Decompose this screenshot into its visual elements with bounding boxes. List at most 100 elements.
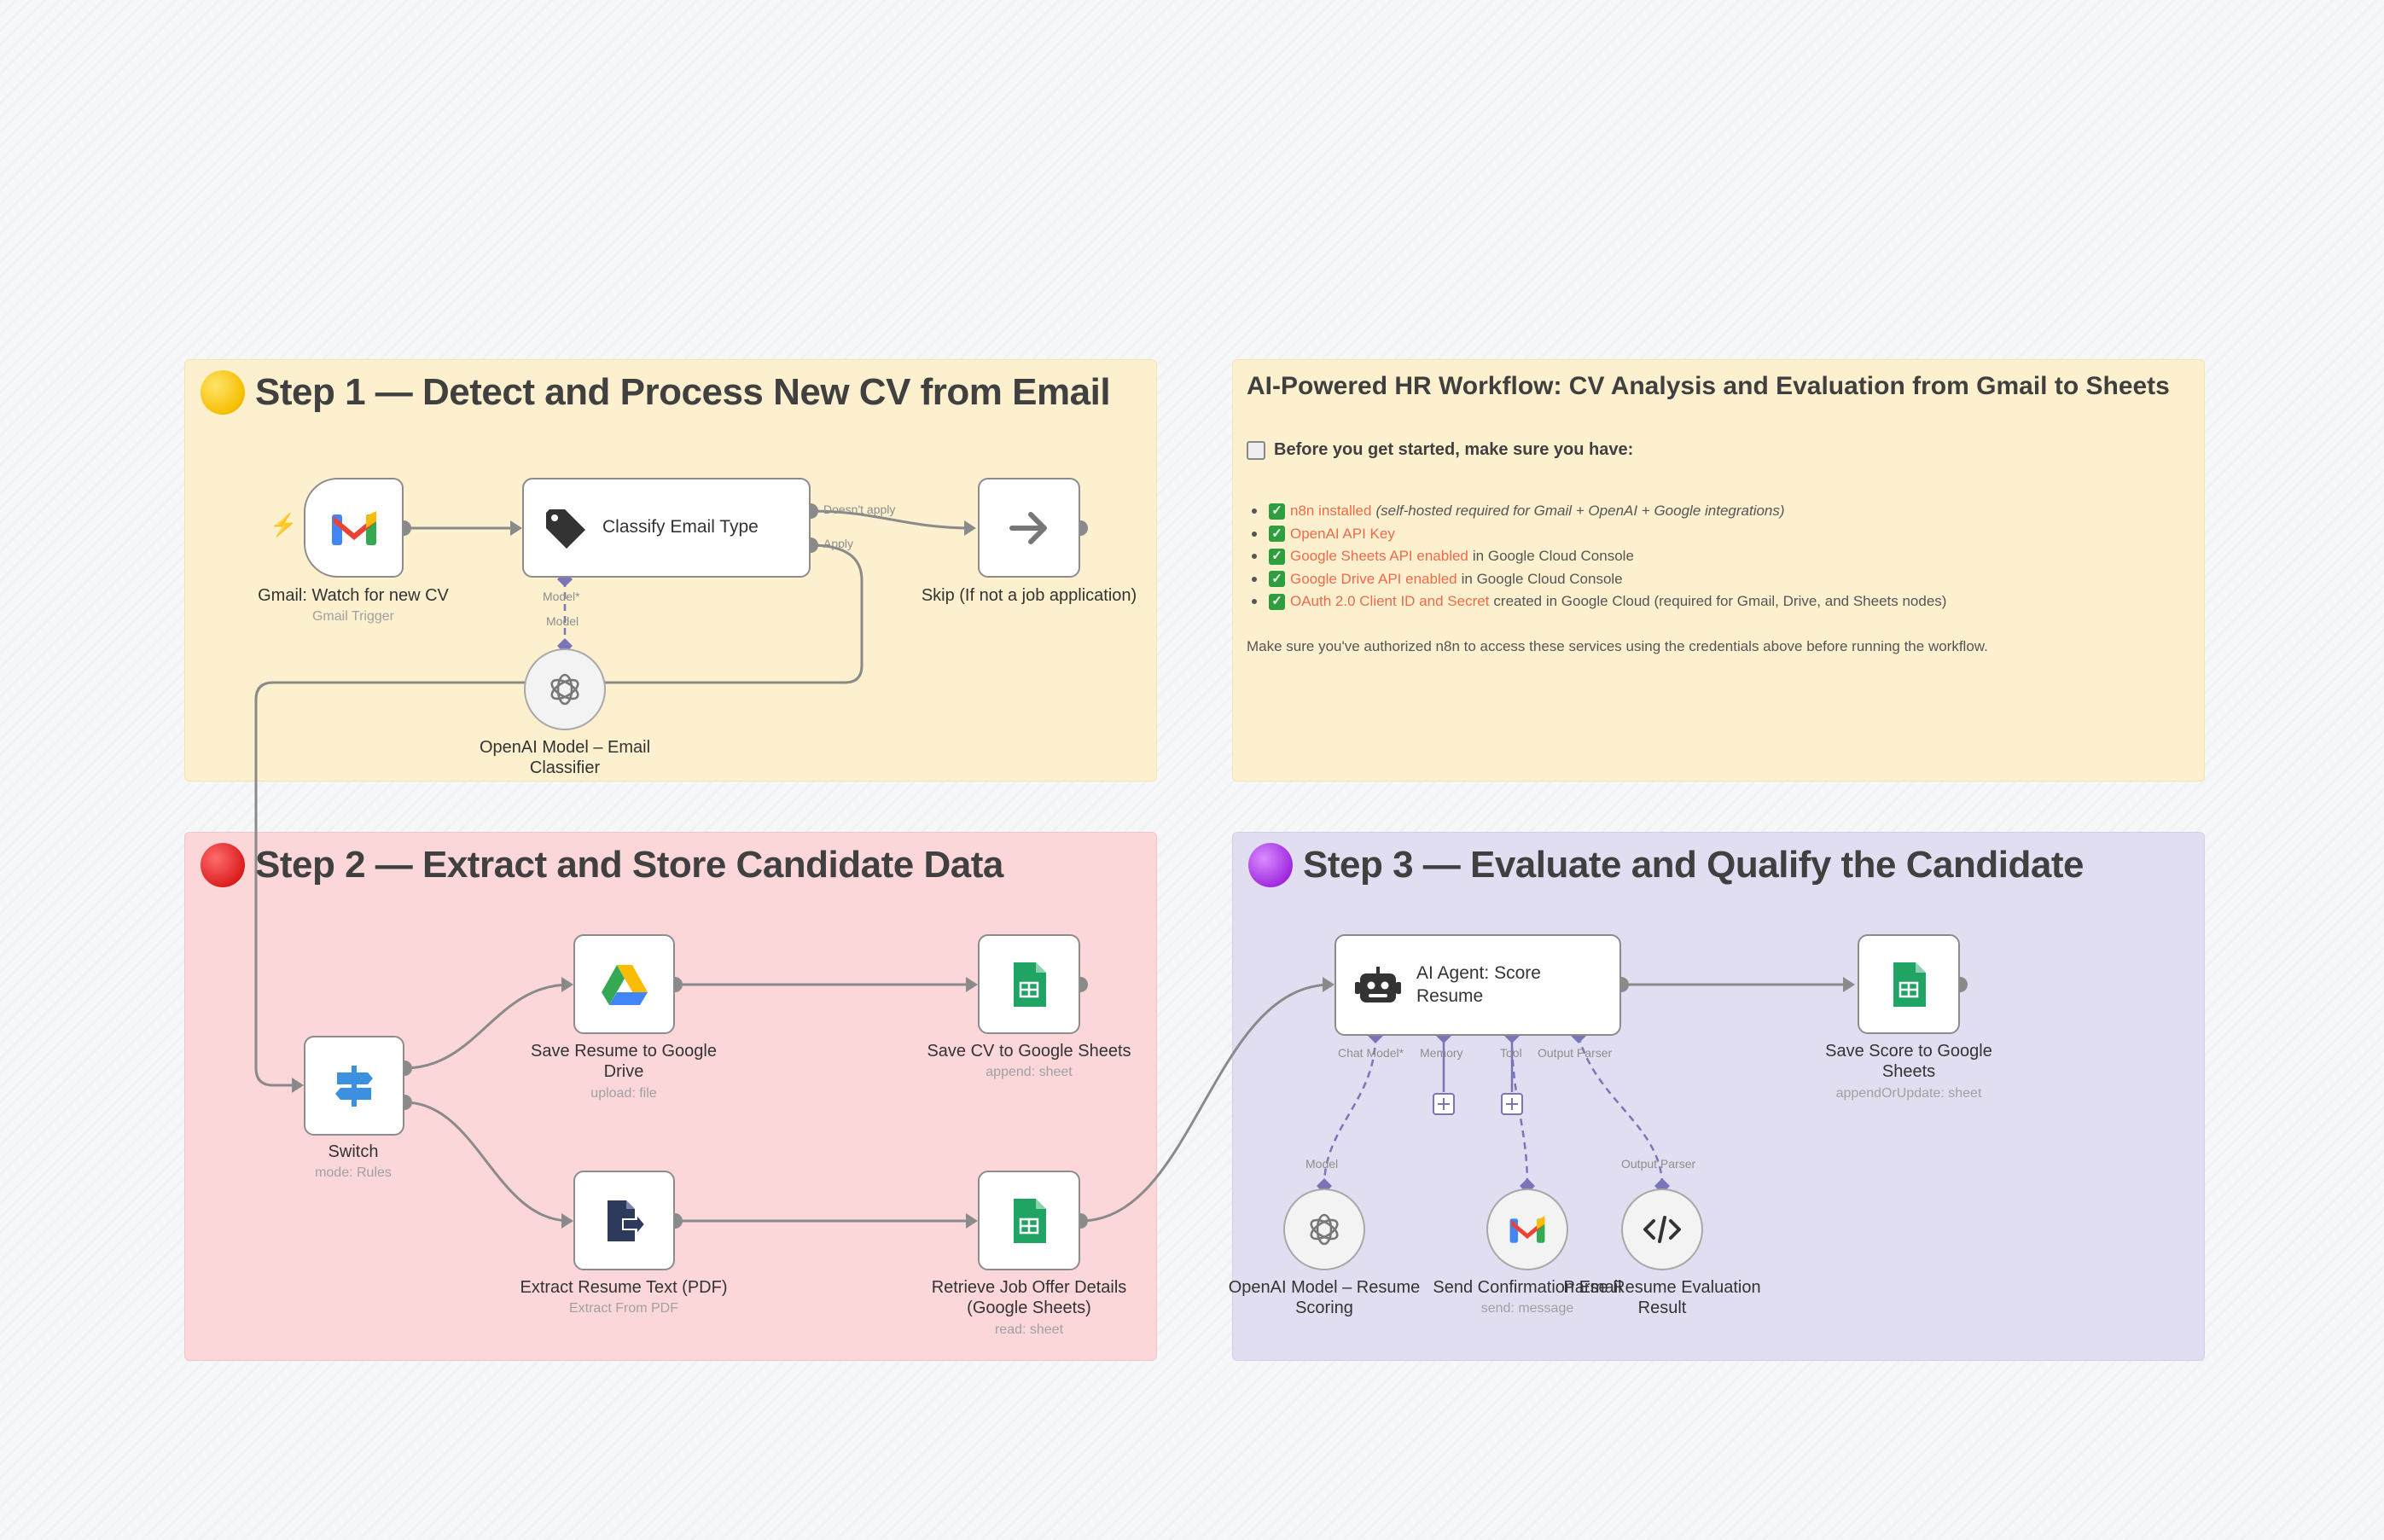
node-label: OpenAI Model – Email Classifier [479,738,651,778]
caption-extract-pdf: Extract Resume Text (PDF) Extract From P… [513,1277,735,1316]
connection-retrieve-agent [1079,983,1332,1223]
file-extract-icon [607,1200,646,1241]
port-label-model-lower: Model [1305,1157,1339,1171]
robot-icon [1355,966,1401,1002]
caption-retrieve-job: Retrieve Job Offer Details (Google Sheet… [918,1277,1140,1338]
node-label: Parse Resume Evaluation Result [1563,1278,1761,1318]
caption-parse-result: Parse Resume Evaluation Result [1551,1277,1773,1319]
node-label: Gmail: Watch for new CV [258,586,449,605]
node-label: Extract Resume Text (PDF) [520,1278,728,1297]
intro-title: AI-Powered HR Workflow: CV Analysis and … [1247,372,2170,400]
node-label: Send Confirmation Email [1433,1278,1622,1297]
port-label-chat-model: Chat Model* [1338,1046,1404,1060]
intro-footer: Make sure you've authorized n8n to acces… [1247,638,1988,654]
yellow-circle-icon [201,370,245,415]
node-subtitle: mode: Rules [315,1165,392,1181]
port-label-output-parser: Output Parser [1538,1046,1613,1060]
node-extract-pdf[interactable] [573,1171,675,1270]
node-parse-result[interactable] [1621,1188,1703,1270]
port-label-doesnt-apply: Doesn't apply [823,503,896,516]
google-drive-icon [601,964,648,1005]
node-switch[interactable] [304,1036,404,1136]
sticky-step2-title: Step 2 — Extract and Store Candidate Dat… [201,843,1003,887]
openai-icon [1310,1213,1339,1246]
arrow-head [1843,977,1855,992]
openai-icon [550,673,579,706]
bullet [1252,576,1257,582]
purple-circle-icon [1248,843,1293,887]
caption-skip: Skip (If not a job application) [918,585,1140,606]
node-subtitle: read: sheet [994,1322,1064,1337]
node-ai-agent[interactable]: AI Agent: Score Resume [1334,934,1621,1036]
node-send-email[interactable] [1486,1188,1568,1270]
node-subtitle: upload: file [590,1085,657,1101]
arrow-head [510,520,522,536]
google-sheets-icon [1014,962,1046,1007]
connection-switch-extract [404,1101,571,1223]
add-memory-button[interactable] [1433,1093,1455,1115]
node-gmail-trigger[interactable] [304,478,404,578]
port-label-apply: Apply [823,537,854,550]
arrow-head [964,520,976,536]
node-openai-scoring[interactable] [1283,1188,1365,1270]
prereq-link[interactable]: Google Sheets API enabled [1290,548,1468,564]
caption-openai-classifier: OpenAI Model – Email Classifier [454,737,676,779]
prereq-link[interactable]: OAuth 2.0 Client ID and Secret [1290,593,1490,609]
arrow-head [292,1078,304,1093]
arrow-head [1323,977,1334,992]
node-save-score[interactable] [1858,934,1960,1034]
list-item: ✓n8n installed(self-hosted required for … [1252,500,1951,523]
node-classify-email[interactable]: Classify Email Type [522,478,811,578]
node-label: OpenAI Model – Resume Scoring [1228,1278,1421,1318]
connection-classify-switch [254,543,863,1087]
sticky-intro[interactable]: AI-Powered HR Workflow: CV Analysis and … [1232,359,2205,782]
sticky-step1-title: Step 1 — Detect and Process New CV from … [201,370,1111,415]
node-openai-classifier[interactable] [524,648,606,730]
arrow-head [561,977,573,992]
google-sheets-icon [1014,1198,1046,1243]
sticky-step1-title-text: Step 1 — Detect and Process New CV from … [255,371,1111,413]
node-label: Switch [328,1142,379,1161]
node-skip[interactable] [978,478,1080,578]
sticky-step3[interactable]: Step 3 — Evaluate and Qualify the Candid… [1232,832,2205,1361]
prereq-note: created in Google Cloud (required for Gm… [1493,593,1947,609]
port-label-memory: Memory [1420,1046,1463,1060]
node-label: Retrieve Job Offer Details (Google Sheet… [931,1278,1127,1318]
prereq-note: in Google Cloud Console [1461,570,1623,587]
add-tool-button[interactable] [1501,1093,1523,1115]
port-label-tool: Tool [1500,1046,1522,1060]
google-sheets-icon [1893,962,1926,1007]
bullet [1252,531,1257,537]
prereq-link[interactable]: OpenAI API Key [1290,525,1395,542]
node-retrieve-job[interactable] [978,1171,1080,1270]
prereq-link[interactable]: n8n installed [1290,503,1372,519]
arrow-head [966,977,978,992]
caption-save-drive: Save Resume to Google Drive upload: file [513,1041,735,1101]
intro-subtitle-text: Before you get started, make sure you ha… [1274,440,1634,459]
arrow-head [966,1213,978,1229]
prereq-link[interactable]: Google Drive API enabled [1290,570,1457,587]
caption-send-email: Send Confirmation Email send: message [1416,1277,1638,1316]
arrow-right-icon [1009,511,1047,544]
node-label: Classify Email Type [602,517,759,538]
node-subtitle: appendOrUpdate: sheet [1835,1085,1982,1101]
node-subtitle: Extract From PDF [568,1301,678,1316]
node-save-drive[interactable] [573,934,675,1034]
gmail-icon [1509,1216,1545,1243]
connection-switch-drive [404,983,571,1070]
signpost-icon [335,1065,373,1107]
check-icon: ✓ [1269,548,1285,565]
sticky-step2-title-text: Step 2 — Extract and Store Candidate Dat… [255,844,1003,886]
intro-subtitle: Before you get started, make sure you ha… [1247,440,1633,460]
node-label: Save Score to Google Sheets [1825,1042,1992,1082]
node-subtitle: append: sheet [986,1065,1073,1080]
caption-gmail-trigger: Gmail: Watch for new CV Gmail Trigger [242,585,464,625]
sticky-step3-title: Step 3 — Evaluate and Qualify the Candid… [1248,843,2084,887]
node-label: AI Agent: Score Resume [1416,963,1541,1006]
caption-save-cv-sheets: Save CV to Google Sheets append: sheet [918,1041,1140,1080]
node-subtitle: Gmail Trigger [311,609,395,625]
node-save-cv-sheets[interactable] [978,934,1080,1034]
node-label: Save CV to Google Sheets [927,1042,1131,1061]
